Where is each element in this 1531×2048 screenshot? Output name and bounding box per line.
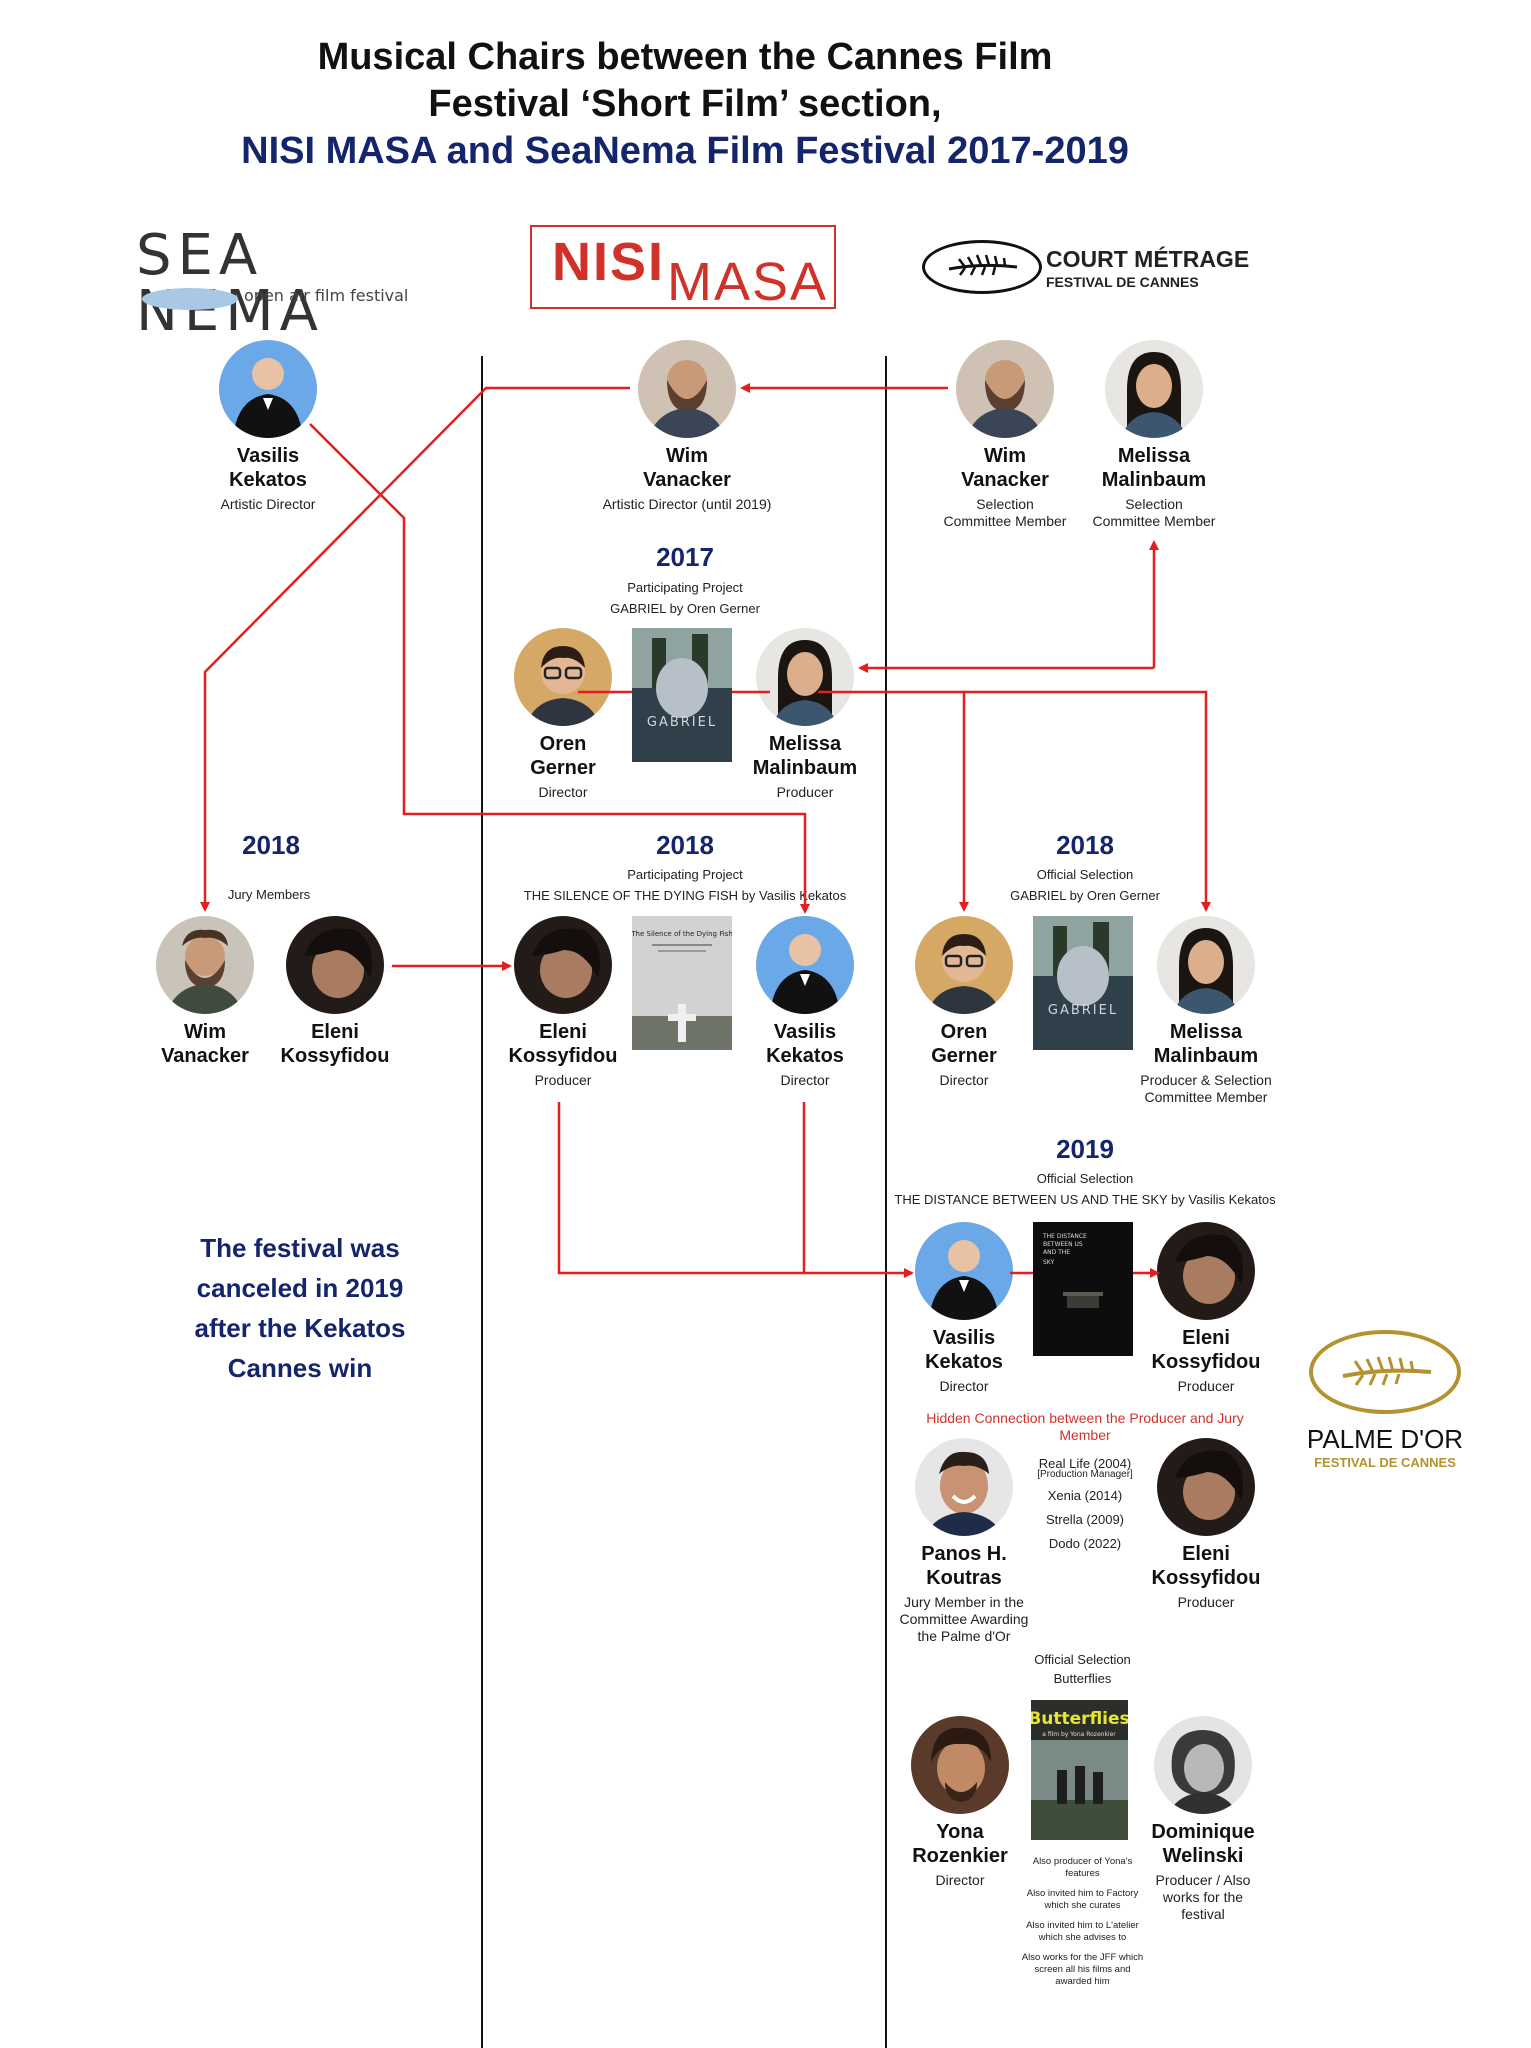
palme-dor-logo: PALME D'OR FESTIVAL DE CANNES	[1300, 1330, 1470, 1480]
caption-jury-members: Jury Members	[227, 887, 311, 902]
avatar-vasilis	[915, 1222, 1013, 1320]
nisimasa-logo: NISI MASA	[530, 225, 836, 312]
cannes-palm-icon	[922, 240, 1042, 294]
svg-text:GABRIEL: GABRIEL	[1048, 1003, 1118, 1018]
svg-text:BETWEEN US: BETWEEN US	[1043, 1241, 1083, 1248]
poster-gabriel-2018: GABRIEL	[1033, 916, 1133, 1050]
svg-text:THE DISTANCE: THE DISTANCE	[1042, 1233, 1087, 1240]
avatar-panos	[915, 1438, 1013, 1536]
palme-palm-icon	[1309, 1330, 1461, 1414]
seanema-swoosh	[142, 288, 238, 310]
avatar-wim	[156, 916, 254, 1014]
svg-text:GABRIEL: GABRIEL	[647, 715, 717, 730]
avatar-wim	[638, 340, 736, 438]
svg-text:AND THE: AND THE	[1043, 1249, 1070, 1256]
panos-filmography: Real Life (2004)[Production Manager] Xen…	[1020, 1452, 1150, 1556]
year-2017: 2017	[656, 542, 714, 572]
avatar-melissa	[1157, 916, 1255, 1014]
film-dodo: Dodo (2022)	[1048, 1536, 1122, 1551]
year-2018-jury: 2018	[242, 830, 300, 860]
page-title: Musical Chairs between the Cannes Film F…	[241, 36, 1129, 172]
avatar-eleni	[514, 916, 612, 1014]
svg-text:Butterflies: Butterflies	[1031, 1709, 1128, 1729]
poster-silence-dying-fish: The Silence of the Dying Fish	[632, 916, 732, 1050]
film-xenia: Xenia (2014)	[1047, 1488, 1123, 1503]
avatar-eleni	[286, 916, 384, 1014]
year-2018-cannes: 2018	[1056, 830, 1114, 860]
avatar-dominique	[1154, 1716, 1252, 1814]
year-2019: 2019	[1056, 1134, 1114, 1164]
film-strella: Strella (2009)	[1045, 1512, 1125, 1527]
avatar-melissa	[756, 628, 854, 726]
svg-text:SKY: SKY	[1043, 1259, 1055, 1266]
avatar-vasilis	[756, 916, 854, 1014]
poster-butterflies: Butterflies a film by Yona Rozenkier	[1031, 1700, 1128, 1840]
film-real-life: Real Life (2004)[Production Manager]	[1037, 1456, 1133, 1480]
avatar-oren	[915, 916, 1013, 1014]
avatar-vasilis	[219, 340, 317, 438]
column-divider-left	[481, 356, 483, 2048]
poster-gabriel-2017: GABRIEL	[632, 628, 732, 762]
svg-text:The Silence of the Dying Fish: The Silence of the Dying Fish	[632, 930, 732, 938]
avatar-wim	[956, 340, 1054, 438]
avatar-eleni	[1157, 1222, 1255, 1320]
svg-text:a film by Yona Rozenkier: a film by Yona Rozenkier	[1042, 1731, 1116, 1738]
avatar-melissa	[1105, 340, 1203, 438]
seanema-logo: SEA NEMA open air film festival	[136, 223, 409, 344]
year-2018-nisi: 2018	[656, 830, 714, 860]
court-metrage-logo: COURT MÉTRAGE FESTIVAL DE CANNES	[920, 232, 1260, 302]
avatar-yona	[911, 1716, 1009, 1814]
hidden-connection-title: Hidden Connection between the Producer a…	[926, 1410, 1244, 1443]
avatar-eleni	[1157, 1438, 1255, 1536]
avatar-oren	[514, 628, 612, 726]
